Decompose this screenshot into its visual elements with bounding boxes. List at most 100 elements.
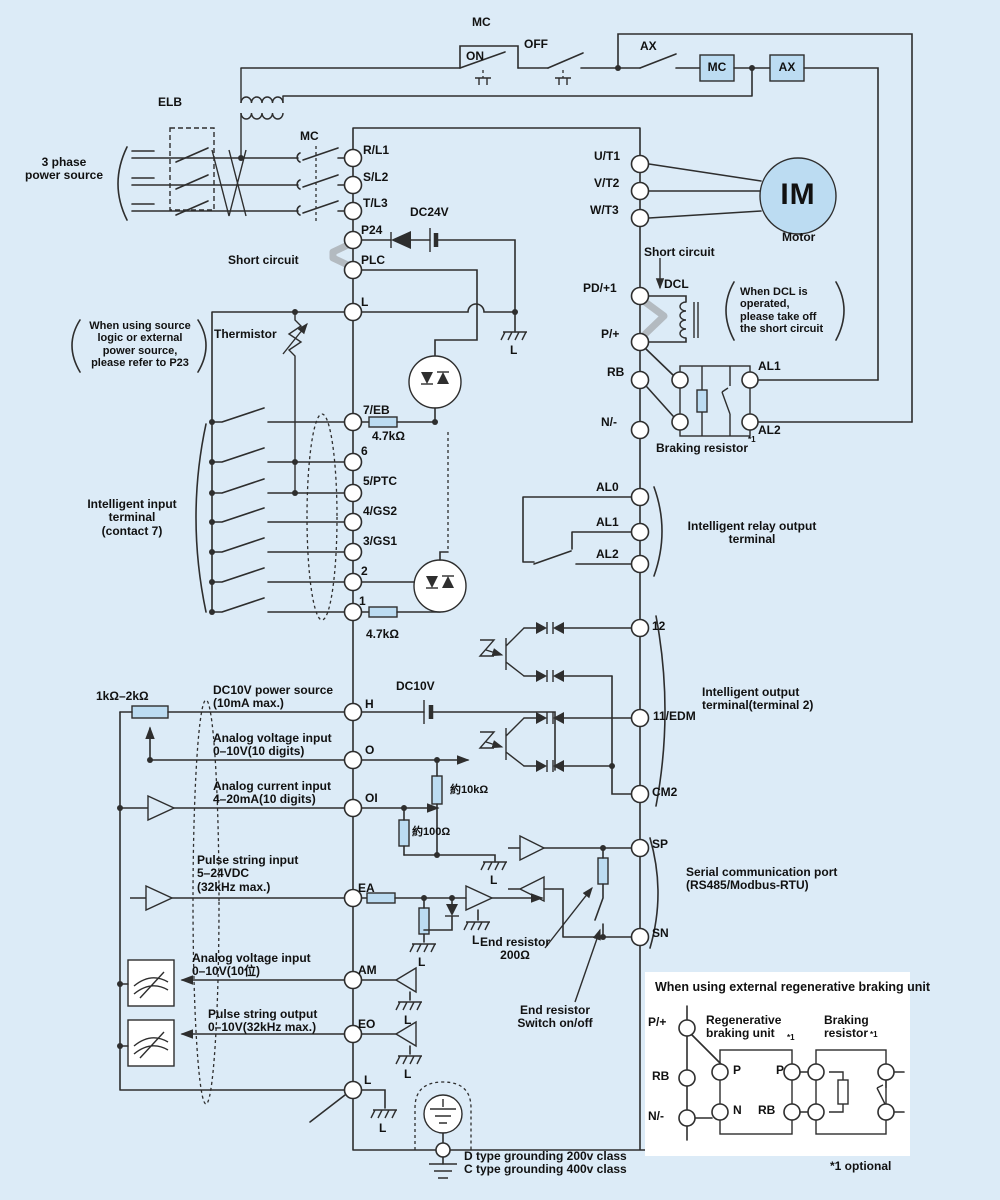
terminal-am: AM bbox=[358, 963, 377, 977]
terminal-o: O bbox=[365, 743, 375, 757]
regen-unit-label: Regenerative braking unit bbox=[706, 1013, 782, 1041]
terminal-4gs2: 4/GS2 bbox=[363, 504, 398, 518]
motor-label: Motor bbox=[782, 230, 816, 244]
note-source-logic: When using source logic or external powe… bbox=[89, 320, 191, 369]
ground-l-3: L bbox=[418, 955, 426, 969]
terminal-3gs1: 3/GS1 bbox=[363, 534, 398, 548]
terminals bbox=[343, 148, 650, 1100]
ground-l-7: L bbox=[379, 1121, 387, 1135]
dc24v-label: DC24V bbox=[410, 205, 449, 219]
mc-contactor-label: MC bbox=[300, 129, 319, 143]
elb-label: ELB bbox=[158, 95, 182, 109]
grounding-section bbox=[414, 1081, 472, 1179]
terminal-sn: SN bbox=[652, 926, 669, 940]
terminal-rb: RB bbox=[607, 365, 625, 379]
regen-rb-label: RB bbox=[652, 1069, 670, 1083]
regen-p-label: P/+ bbox=[648, 1015, 667, 1029]
short-circuit-right-label: Short circuit bbox=[644, 245, 715, 259]
terminal-al0: AL0 bbox=[596, 480, 619, 494]
terminal-2: 2 bbox=[361, 564, 368, 578]
dc-bus-section bbox=[637, 258, 913, 437]
regen-in-p1: P bbox=[733, 1063, 742, 1077]
o-desc: Analog voltage input 0–10V(10 digits) bbox=[213, 731, 332, 759]
intelligent-output-block bbox=[478, 615, 666, 807]
terminal-l: L bbox=[361, 295, 369, 309]
terminal-11edm: 11/EDM bbox=[653, 709, 696, 723]
regen-optional-label: *1 optional bbox=[830, 1159, 892, 1173]
ground-l-4: L bbox=[472, 933, 480, 947]
note-brackets bbox=[71, 281, 845, 373]
resistor-47k-top: 4.7kΩ bbox=[372, 429, 405, 443]
regen-resistor-footnote: *1 bbox=[870, 1030, 878, 1039]
dc10v-label: DC10V bbox=[396, 679, 435, 693]
dc24v-section bbox=[329, 228, 527, 357]
terminal-u-t1: U/T1 bbox=[594, 149, 621, 163]
power-source-label: 3 phase power source bbox=[24, 155, 104, 183]
thermistor-label: Thermistor bbox=[214, 327, 277, 341]
regen-panel-title: When using external regenerative braking… bbox=[655, 980, 931, 994]
relay-output-label: Intelligent relay output terminal bbox=[687, 519, 817, 547]
short-circuit-left-label: Short circuit bbox=[228, 253, 299, 267]
terminal-cm2: CM2 bbox=[652, 785, 678, 799]
regen-in-p2: P bbox=[776, 1063, 785, 1077]
incoming-power bbox=[117, 127, 346, 224]
relay-output-block bbox=[522, 486, 663, 577]
terminal-oi: OI bbox=[365, 791, 378, 805]
input-terminal-group-label: Intelligent input terminal (contact 7) bbox=[87, 497, 177, 538]
terminal-n: N/- bbox=[601, 415, 617, 429]
resistor-47k-bottom: 4.7kΩ bbox=[366, 627, 399, 641]
braking-resistor-label: Braking resistor bbox=[656, 441, 749, 455]
regen-n-label: N/- bbox=[648, 1109, 664, 1123]
note-dcl: When DCL is operated, please take off th… bbox=[740, 286, 824, 335]
ground-l-1: L bbox=[510, 343, 518, 357]
off-label: OFF bbox=[524, 37, 548, 51]
serial-port-block bbox=[508, 834, 659, 1003]
serial-port-label: Serial communication port (RS485/Modbus-… bbox=[686, 865, 838, 893]
r100-label: 約100Ω bbox=[412, 826, 451, 838]
end-switch-label: End resistor Switch on/off bbox=[517, 1003, 593, 1031]
regen-panel bbox=[645, 972, 910, 1156]
ground-l-2: L bbox=[490, 873, 498, 887]
dcl-label: DCL bbox=[664, 277, 689, 291]
terminal-t-l3: T/L3 bbox=[363, 196, 388, 210]
ax-coil-box: AX bbox=[778, 60, 796, 74]
terminal-1: 1 bbox=[359, 594, 366, 608]
intelligent-output-label: Intelligent output terminal(terminal 2) bbox=[702, 685, 814, 713]
terminal-p24: P24 bbox=[361, 223, 383, 237]
analog-io-section bbox=[117, 699, 556, 1123]
terminal-6: 6 bbox=[361, 444, 368, 458]
terminal-al1: AL1 bbox=[596, 515, 619, 529]
terminal-p: P/+ bbox=[601, 327, 620, 341]
terminal-plc: PLC bbox=[361, 253, 385, 267]
oi-desc: Analog current input 4–20mA(10 digits) bbox=[213, 779, 331, 807]
terminal-v-t2: V/T2 bbox=[594, 176, 620, 190]
terminal-pd1: PD/+1 bbox=[583, 281, 617, 295]
pot-label: 1kΩ–2kΩ bbox=[96, 689, 149, 703]
braking-al2-label: AL2 bbox=[758, 423, 781, 437]
inverter-body bbox=[352, 127, 651, 1151]
terminal-al2: AL2 bbox=[596, 547, 619, 561]
terminal-12: 12 bbox=[652, 619, 666, 633]
motor-section bbox=[648, 157, 837, 235]
end-resistor-label: End resistor 200Ω bbox=[479, 935, 551, 963]
mc-contact-label: MC bbox=[472, 15, 491, 29]
terminal-eo: EO bbox=[358, 1017, 376, 1031]
braking-resistor-footnote: *1 bbox=[748, 435, 756, 444]
mc-coil-box: MC bbox=[707, 60, 727, 74]
ea-desc: Pulse string input 5–24VDC (32kHz max.) bbox=[197, 853, 299, 894]
ground-l-5: L bbox=[404, 1013, 412, 1027]
terminal-sp: SP bbox=[652, 837, 669, 851]
h-desc: DC10V power source (10mA max.) bbox=[213, 683, 334, 711]
eo-desc: Pulse string output 0–10V(32kHz max.) bbox=[208, 1007, 318, 1035]
terminal-l-bottom: L bbox=[364, 1073, 372, 1087]
regen-in-n: N bbox=[733, 1103, 742, 1117]
on-label: ON bbox=[466, 49, 484, 63]
regen-in-rb: RB bbox=[758, 1103, 776, 1117]
terminal-w-t3: W/T3 bbox=[590, 203, 619, 217]
am-desc: Analog voltage input 0–10V(10位) bbox=[192, 951, 311, 979]
ax-contact-label: AX bbox=[640, 39, 657, 53]
regen-unit-footnote: *1 bbox=[787, 1033, 795, 1042]
braking-al1-label: AL1 bbox=[758, 359, 781, 373]
